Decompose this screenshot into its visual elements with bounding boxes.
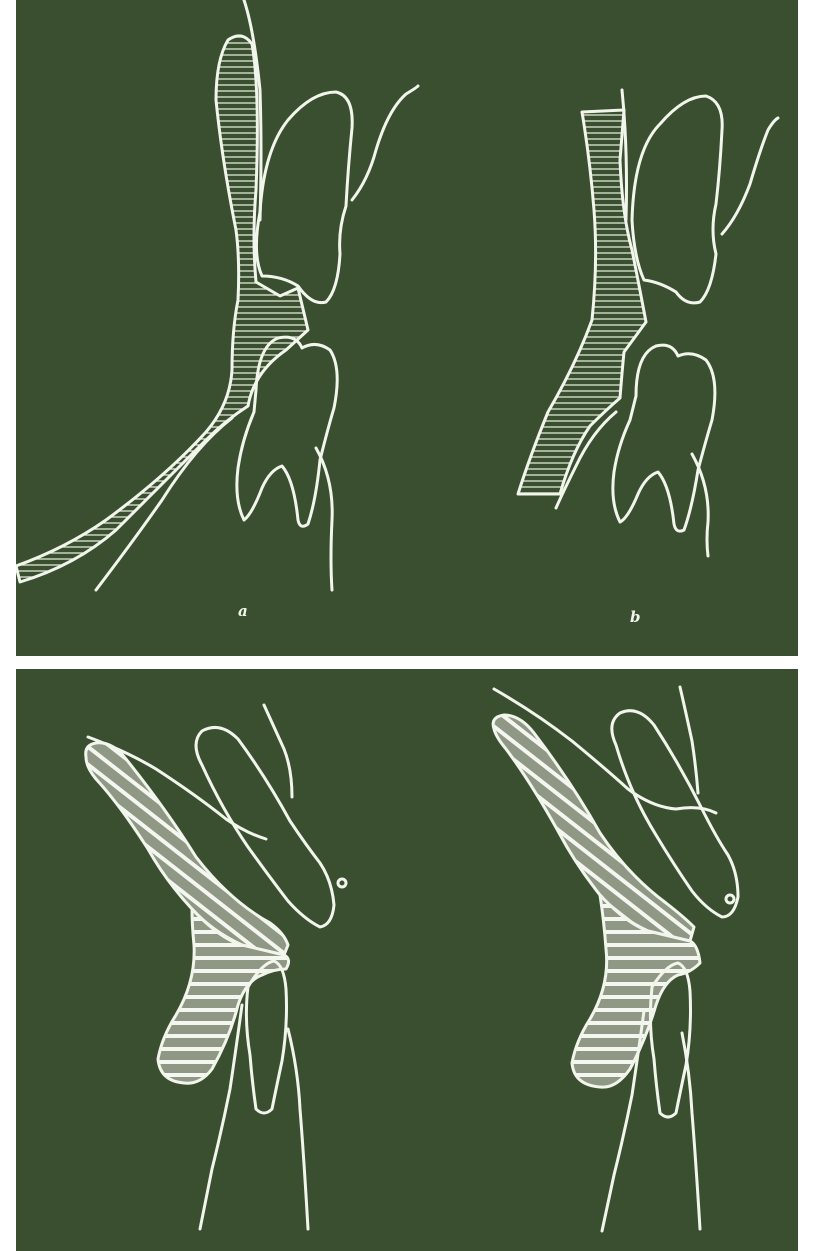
- figure-b: [518, 90, 778, 556]
- figure-d-upper-gum-line: [680, 687, 698, 793]
- figure-c-reference-point: [338, 879, 346, 887]
- figure-b-lower-tooth: [613, 345, 715, 531]
- figure-b-upper-gum-line: [722, 118, 778, 234]
- figure-a-upper-tooth: [256, 92, 352, 303]
- figure-d-upper-soft-tissue: [493, 715, 694, 941]
- figure-b-upper-tooth: [632, 96, 722, 303]
- bottom-panel: [16, 669, 798, 1251]
- figure-b-lower-gum-line: [692, 454, 708, 556]
- figure-b-label: b: [630, 608, 641, 626]
- figure-c: [86, 705, 346, 1229]
- figure-c-lower-gum-line-2: [288, 1029, 308, 1229]
- bottom-diagram: [16, 669, 798, 1251]
- figure-a: [16, 0, 418, 590]
- top-diagram: a b: [16, 0, 798, 656]
- figure-a-upper-lip-line: [352, 86, 418, 200]
- figure-a-chin-line: [96, 418, 232, 590]
- figure-d-reference-point: [726, 895, 734, 903]
- figure-d-lower-gum-line-2: [682, 1033, 700, 1229]
- figure-c-lower-tooth: [246, 961, 286, 1113]
- top-panel: a b: [16, 0, 798, 656]
- figure-d: [493, 687, 738, 1231]
- figure-a-label: a: [238, 602, 248, 620]
- figure-c-upper-soft-tissue: [86, 743, 288, 955]
